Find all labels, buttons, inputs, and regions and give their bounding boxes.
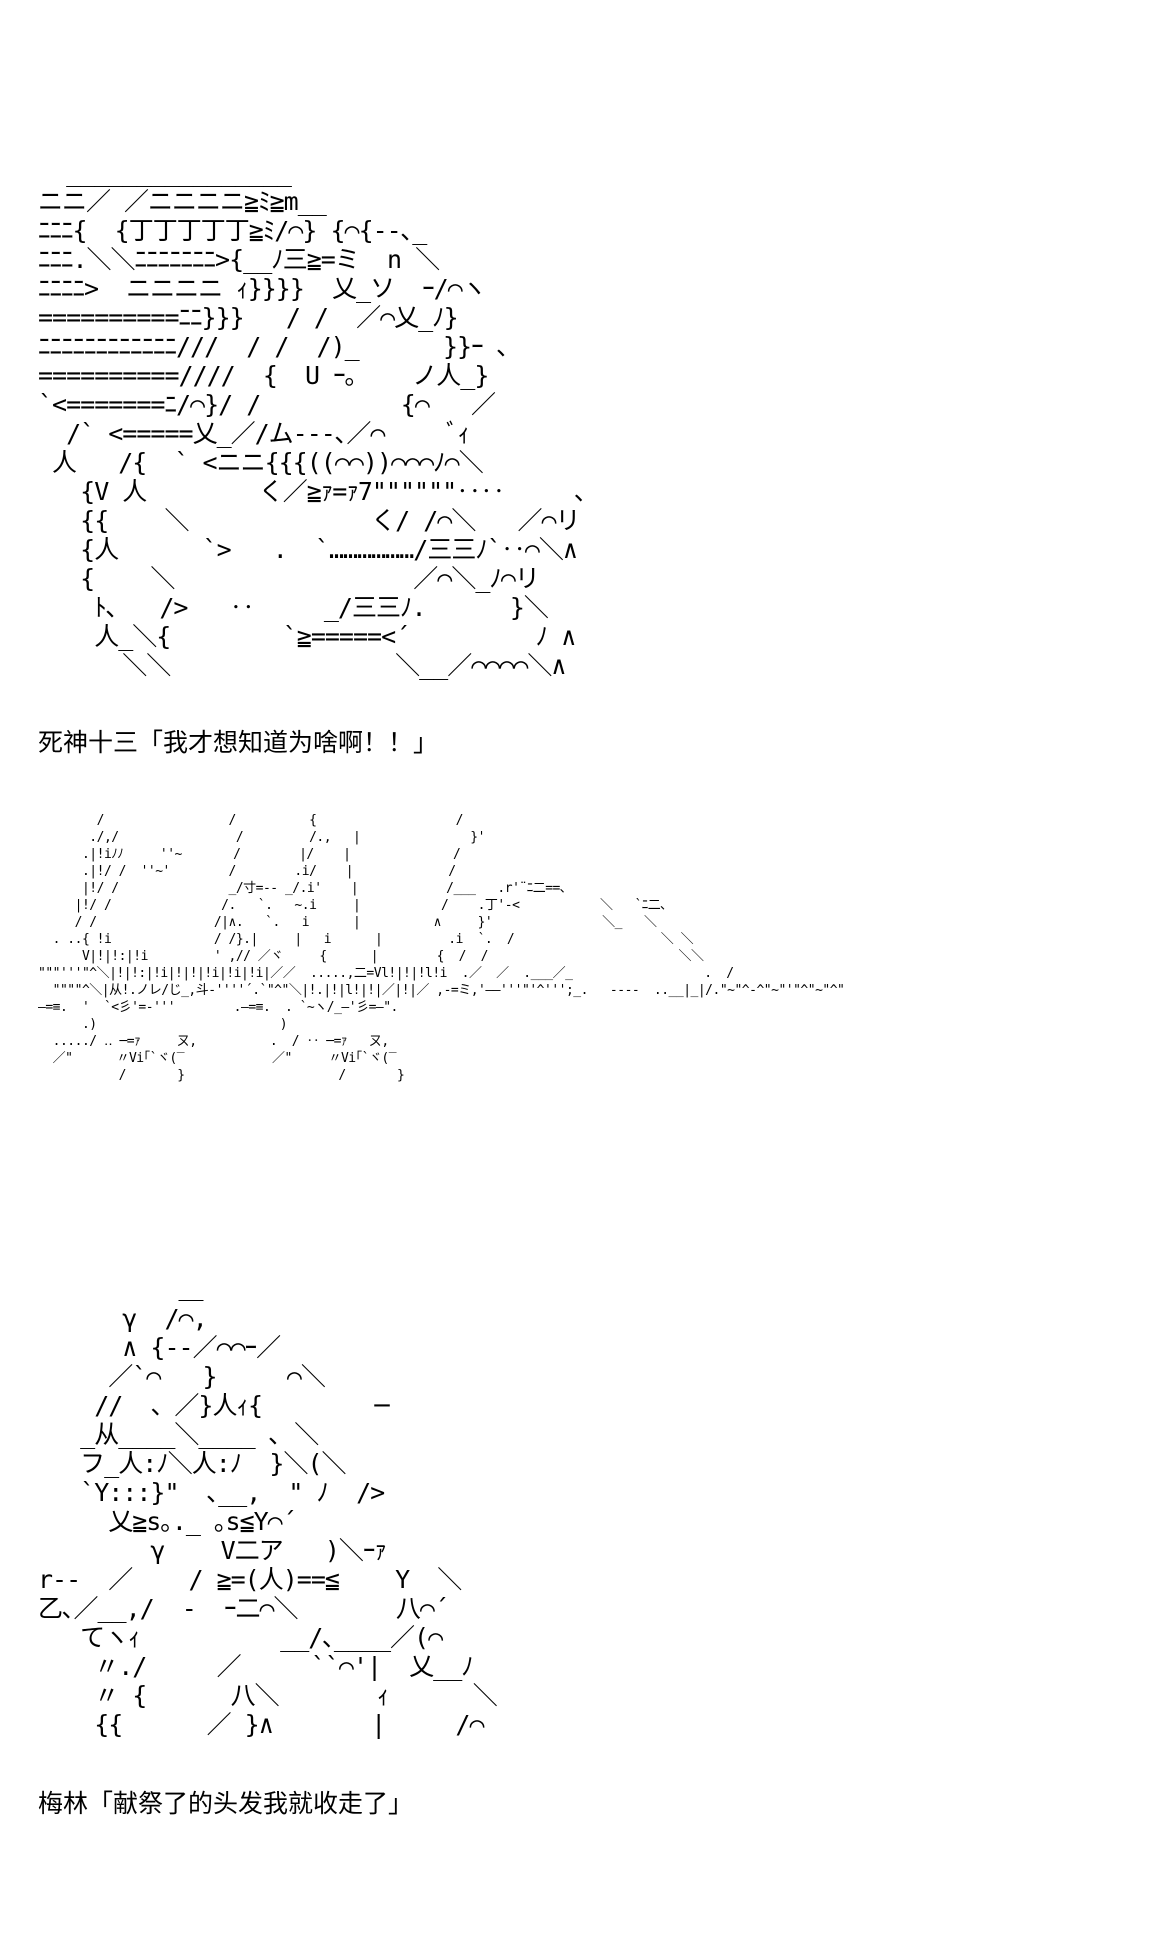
ascii-art-merlin: ＿ γ /⌒, ∧ {--／⌒⌒ｰ／ ／`⌒ } ⌒＼ // 、／}人ｨ{ ─ … [38,1275,498,1739]
ascii-art-shinigami-13: ________________ ニニ／ ／ニニニニ≧ﾐ≧m__ ﾆﾆﾆ{ {丁… [38,158,587,680]
caption-merlin: 梅林「献祭了的头发我就收走了」 [38,1789,414,1818]
ascii-art-rain-scene: / / { / ./,/ / /., | }' .|!iﾉﾉ ''~ / |/ … [38,813,845,1083]
caption-shinigami-13: 死神十三「我才想知道为啥啊！！」 [38,728,439,757]
